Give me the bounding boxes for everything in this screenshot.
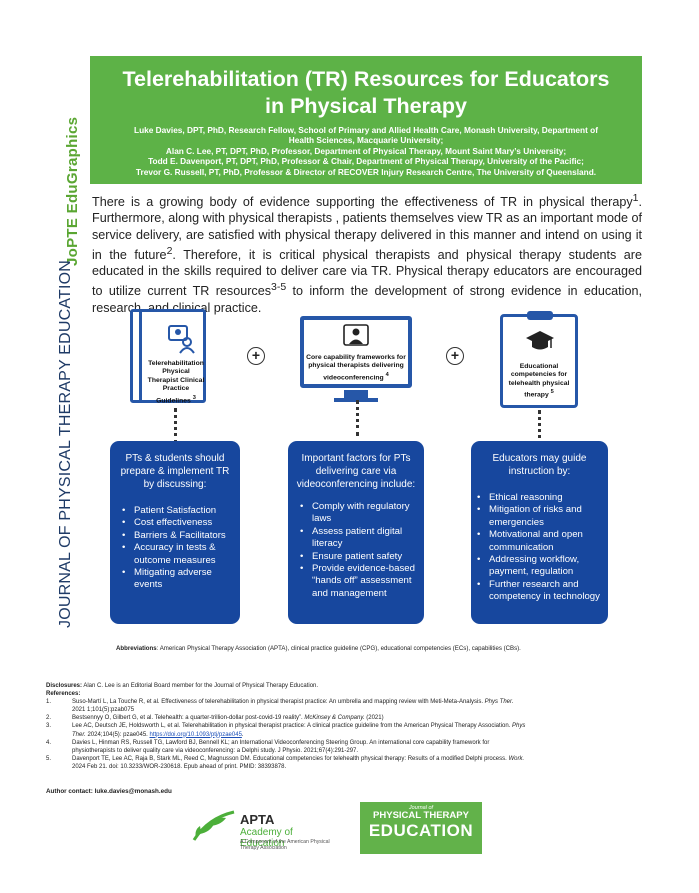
list-item: Assess patient digital literacy <box>300 526 418 551</box>
plus-icon: + <box>247 347 265 365</box>
list-item: Patient Satisfaction <box>122 505 234 518</box>
apta-leaf-icon <box>192 810 235 841</box>
panel-educators: Educators may guide instruction by: Ethi… <box>471 441 608 624</box>
panel-title: Important factors for PTs delivering car… <box>296 453 416 490</box>
doi-link[interactable]: https://doi.org/10.1093/ptj/pzae045 <box>149 731 242 738</box>
author-line: Todd E. Davenport, PT, DPT, PhD, Profess… <box>148 156 584 167</box>
reference-item: 3.Lee AC, Deutsch JE, Holdsworth L, et a… <box>46 723 526 738</box>
telehealth-person-icon <box>168 325 195 354</box>
monitor-stand <box>344 390 368 400</box>
video-call-icon <box>343 324 369 346</box>
list-item: Mitigation of risks and emergencies <box>477 504 602 529</box>
graduation-cap-icon <box>526 331 554 350</box>
author-line: Alan C. Lee, PT, DPT, PhD, Professor, De… <box>165 145 567 156</box>
edugraphics-vertical-title: JoPTE EduGraphics <box>64 116 81 266</box>
reference-list: 1.Suso-Martí L, La Touche R, et al. Effe… <box>46 698 666 771</box>
list-item: Further research and competency in techn… <box>477 579 602 604</box>
references-heading: References: <box>46 691 81 698</box>
reference-item: 2.Bestsennyy O, Gilbert G, et al. Telehe… <box>46 715 384 722</box>
panel-list: Comply with regulatory laws Assess patie… <box>288 501 424 600</box>
guidelines-book-icon: Telerehabilitation Physical Therapist Cl… <box>130 309 206 404</box>
guidelines-label: Telerehabilitation Physical Therapist Cl… <box>147 360 205 404</box>
dotted-connector <box>174 408 177 444</box>
author-list: Luke Davies, DPT, PhD, Research Fellow, … <box>90 125 642 177</box>
author-line: Health Sciences, Macquarie University; <box>288 135 444 146</box>
journal-vertical-title: JOURNAL OF PHYSICAL THERAPY EDUCATION <box>57 259 74 628</box>
reference-item: 1.Suso-Martí L, La Touche R, et al. Effe… <box>46 699 514 714</box>
author-line: Luke Davies, DPT, PhD, Research Fellow, … <box>134 125 598 135</box>
reference-item: 5.Davenport TE, Lee AC, Raja B, Stark ML… <box>46 755 525 770</box>
intro-paragraph: There is a growing body of evidence supp… <box>92 192 643 315</box>
videoconference-monitor-icon: Core capability frameworks for physical … <box>300 316 412 402</box>
footer-references: Disclosures: Alan C. Lee is an Editorial… <box>46 682 666 771</box>
list-item: Accuracy in tests & outcome measures <box>122 542 234 567</box>
list-item: Mitigating adverse events <box>122 567 234 592</box>
panel-title: PTs & students should prepare & implemen… <box>120 453 230 490</box>
frameworks-label: Core capability frameworks for physical … <box>306 354 406 382</box>
plus-icon: + <box>446 347 464 365</box>
disclosures: Disclosures: Alan C. Lee is an Editorial… <box>46 683 319 689</box>
header-banner: Telerehabilitation (TR) Resources for Ed… <box>90 56 642 184</box>
competencies-clipboard-icon: Educational competencies for telehealth … <box>500 311 578 408</box>
panel-list: Patient Satisfaction Cost effectiveness … <box>110 505 240 592</box>
reference-item: 4.Davies L, Hinman RS, Russell TG, Lawfo… <box>46 739 490 754</box>
panel-pts-students: PTs & students should prepare & implemen… <box>110 441 240 624</box>
abbreviations: Abbreviations: American Physical Therapy… <box>116 645 521 652</box>
list-item: Barriers & Facilitators <box>122 530 234 543</box>
dotted-connector <box>356 400 359 436</box>
list-item: Provide evidence-based “hands off” asses… <box>300 563 418 600</box>
list-item: Ethical reasoning <box>477 492 602 505</box>
panel-title: Educators may guide instruction by: <box>492 453 587 477</box>
apta-logo: APTA Academy of Education A Component of… <box>190 808 340 854</box>
author-line: Trevor G. Russell, PT, PhD, Professor & … <box>135 166 597 177</box>
panel-important-factors: Important factors for PTs delivering car… <box>288 441 424 624</box>
page-title: Telerehabilitation (TR) Resources for Ed… <box>122 67 610 118</box>
list-item: Cost effectiveness <box>122 517 234 530</box>
panel-list: Ethical reasoning Mitigation of risks an… <box>471 492 608 604</box>
competencies-label: Educational competencies for telehealth … <box>508 363 570 399</box>
list-item: Motivational and open communication <box>477 529 602 554</box>
list-item: Comply with regulatory laws <box>300 501 418 526</box>
jopte-logo: Journal of PHYSICAL THERAPY EDUCATION <box>360 802 482 854</box>
author-contact: Author contact: luke.davies@monash.edu <box>46 788 172 795</box>
list-item: Addressing workflow, payment, regulation <box>477 554 602 579</box>
dotted-connector <box>538 410 541 446</box>
clipboard-clamp <box>527 311 553 320</box>
list-item: Ensure patient safety <box>300 551 418 564</box>
